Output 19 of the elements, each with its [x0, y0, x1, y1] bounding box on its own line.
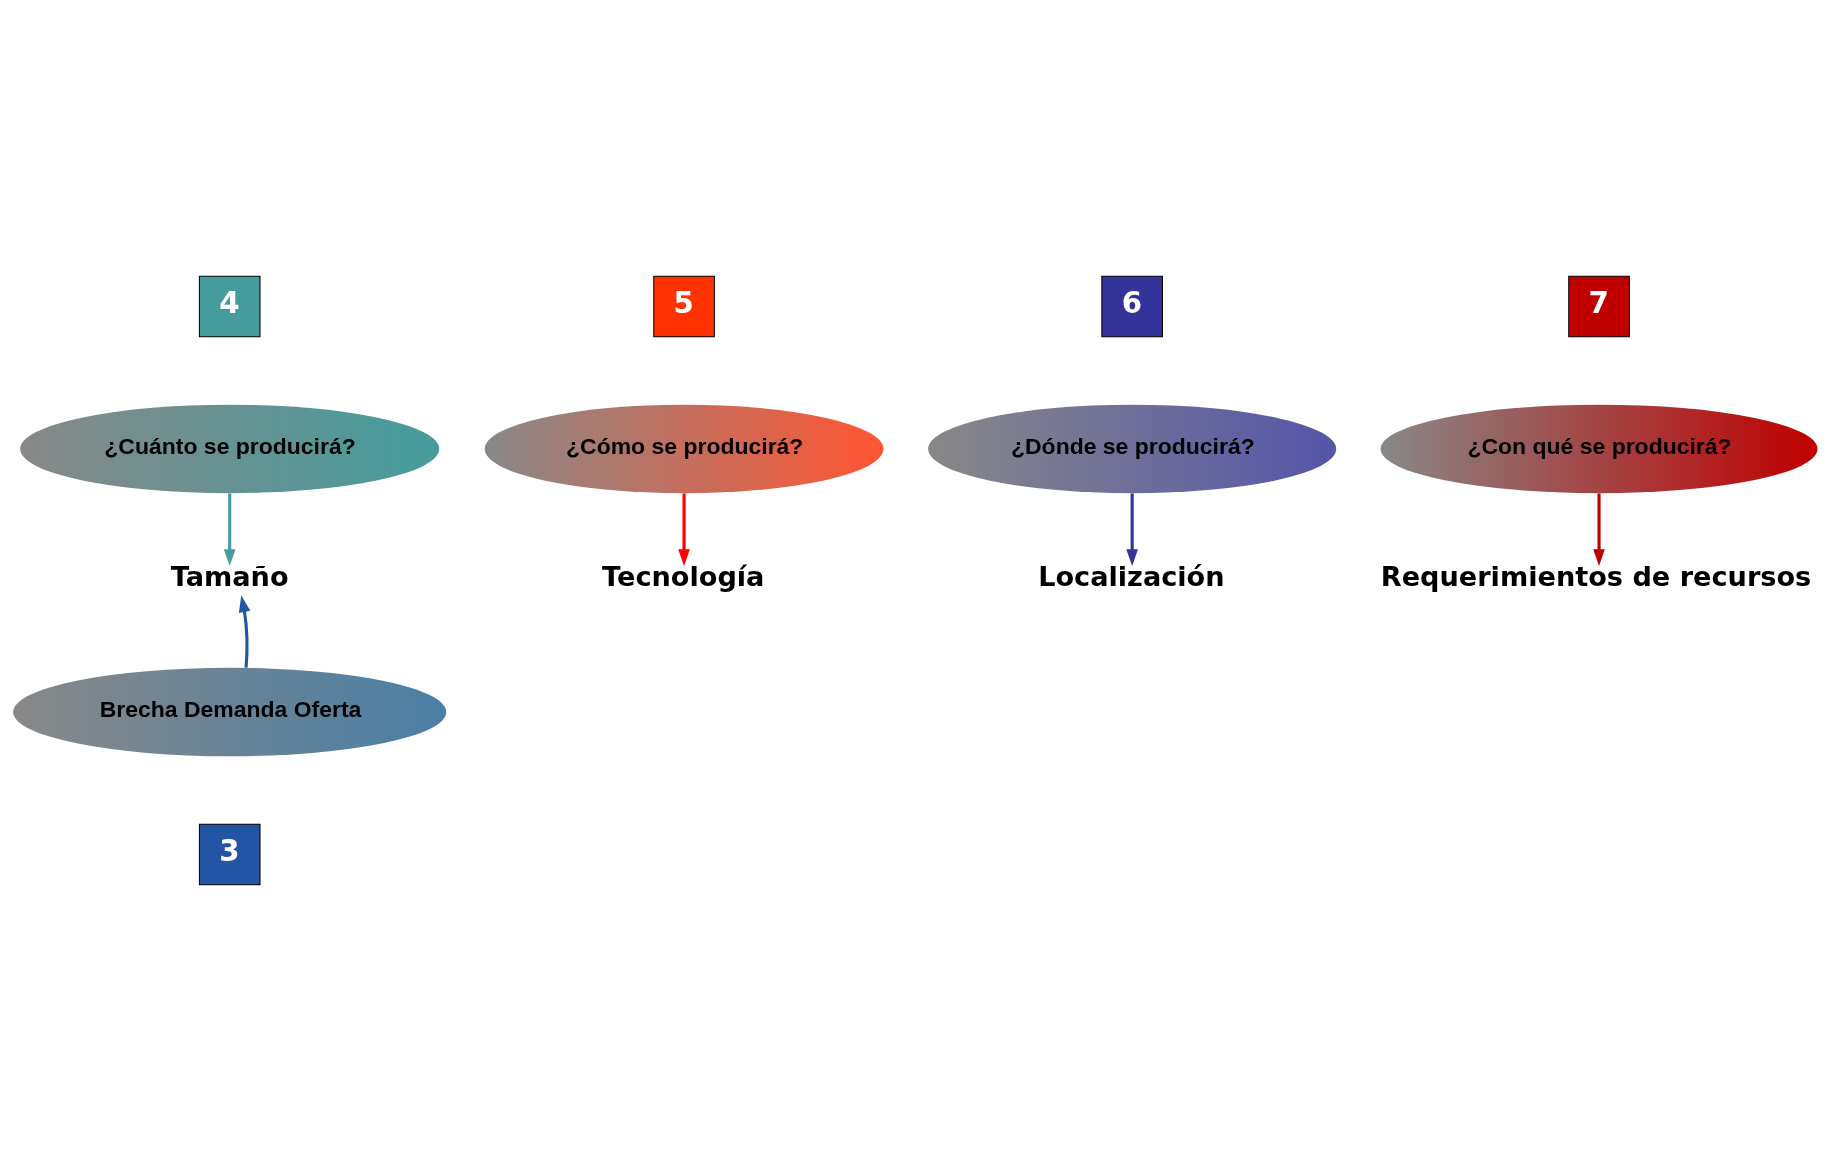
node-text: Tamaño: [170, 561, 289, 593]
node-ellipse: ¿Cuánto se producirá?: [20, 404, 440, 494]
node-box: 4: [198, 275, 261, 338]
node-box: 5: [653, 275, 715, 338]
node-text: Tecnología: [602, 561, 765, 593]
node-text: Requerimientos de recursos: [1380, 561, 1812, 593]
node-text: Localización: [1038, 561, 1225, 593]
node-box: 7: [1568, 275, 1630, 338]
node-box: 3: [198, 823, 261, 886]
node-box: 6: [1101, 275, 1163, 338]
arrow: [678, 493, 690, 566]
arrow: [238, 595, 251, 668]
node-ellipse: ¿Dónde se producirá?: [928, 404, 1337, 494]
arrow: [1593, 493, 1605, 566]
node-ellipse: ¿Con qué se producirá?: [1380, 404, 1818, 494]
node-ellipse: ¿Cómo se producirá?: [484, 404, 884, 494]
node-ellipse: Brecha Demanda Oferta: [13, 667, 447, 757]
arrow: [223, 493, 236, 566]
arrow: [1126, 493, 1138, 566]
